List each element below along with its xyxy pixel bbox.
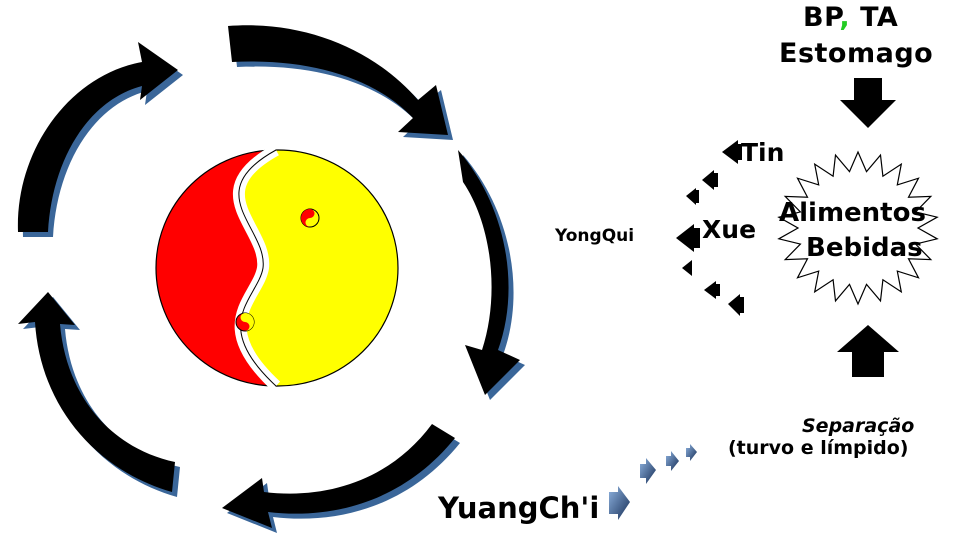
turvo-limpido-label: (turvo e límpido) <box>728 437 909 459</box>
xue-label: Xue <box>702 215 757 244</box>
tin-label: Tin <box>741 138 785 167</box>
cycle-arrow-right <box>458 150 520 395</box>
estomago-label: Estomago <box>779 38 934 69</box>
starburst-shape <box>777 150 939 306</box>
yin-seed-icon <box>235 312 255 332</box>
chevron-icon <box>609 486 630 520</box>
chevron-icon <box>686 444 697 461</box>
left-arrowheads <box>676 140 744 316</box>
yin-yang-symbol <box>155 144 399 391</box>
arrowhead-icon <box>728 294 740 316</box>
cycle-arrow-topleft <box>17 42 178 232</box>
yuangchi-label: YuangCh'i <box>438 491 600 525</box>
arrowhead-icon <box>722 140 738 164</box>
yang-seed-icon <box>300 208 320 228</box>
alimentos-label: Alimentos <box>779 198 926 228</box>
separacao-label: Separação <box>802 415 915 437</box>
cycle-arrows <box>17 25 525 533</box>
bebidas-label: Bebidas <box>806 233 923 263</box>
cycle-arrow-bottom <box>222 424 455 528</box>
yuangchi-chevrons <box>609 444 697 520</box>
cycle-arrow-left <box>18 292 175 492</box>
bp-text: BP <box>803 2 840 33</box>
chevron-icon <box>666 451 679 471</box>
arrowhead-icon <box>686 188 696 205</box>
arrowhead-icon <box>704 281 716 299</box>
ta-text: TA <box>860 2 899 33</box>
up-arrow-icon <box>837 325 899 377</box>
yongqui-label: YongQui <box>555 226 635 246</box>
bp-ta-label: BP, TA <box>803 2 898 33</box>
arrowhead-icon <box>702 170 714 190</box>
arrowhead-icon <box>682 260 692 276</box>
chevron-icon <box>640 458 656 484</box>
cycle-arrow-top <box>228 25 448 136</box>
down-arrow-icon <box>840 78 896 128</box>
arrowhead-icon <box>676 224 694 252</box>
bp-comma: , <box>839 2 851 33</box>
